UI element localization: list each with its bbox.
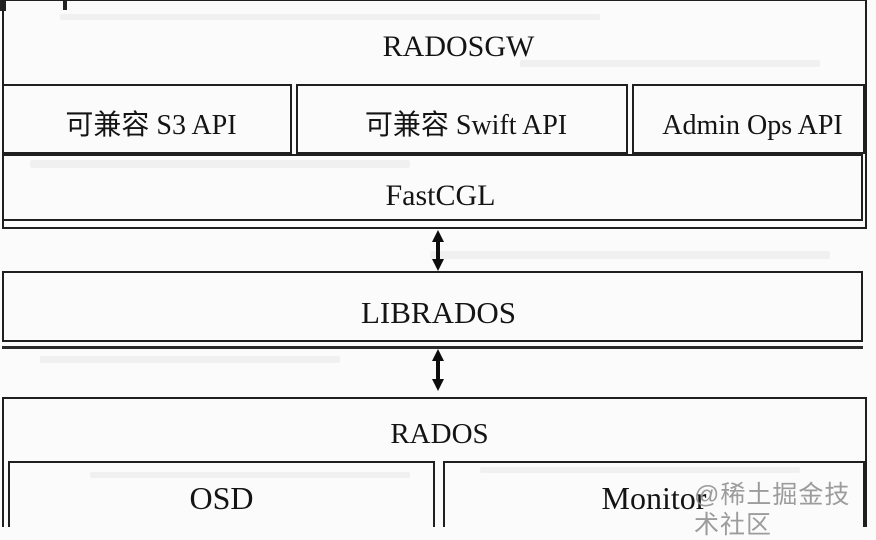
fastcgi-box: FastCGL xyxy=(2,154,863,221)
osd-box: OSD xyxy=(8,461,435,527)
scan-streak xyxy=(520,60,820,67)
s3-api-box: 可兼容 S3 API xyxy=(2,84,292,154)
fastcgi-label: FastCGL xyxy=(385,179,496,212)
scan-speck-top xyxy=(63,1,67,10)
s3-api-label: 可兼容 S3 API xyxy=(65,110,237,141)
swift-api-label: 可兼容 Swift API xyxy=(364,110,568,141)
rados-label: RADOS xyxy=(390,418,489,450)
radosgw-container-box: RADOSGW 可兼容 S3 API 可兼容 Swift API Admin O… xyxy=(2,0,867,229)
scan-streak xyxy=(480,467,800,473)
librados-outer-line xyxy=(2,346,863,349)
swift-api-box: 可兼容 Swift API xyxy=(296,84,628,154)
radosgw-title: RADOSGW xyxy=(382,30,535,63)
librados-box: LIBRADOS xyxy=(2,271,863,342)
bidirectional-arrow-icon xyxy=(432,230,444,271)
scan-streak xyxy=(40,356,340,363)
monitor-box: Monitor xyxy=(443,461,865,527)
admin-ops-api-box: Admin Ops API xyxy=(632,84,865,154)
scan-streak xyxy=(60,14,600,20)
monitor-label: Monitor xyxy=(601,480,707,516)
rados-container-box: RADOS OSD Monitor xyxy=(2,397,867,527)
scan-streak xyxy=(90,472,410,478)
admin-ops-api-label: Admin Ops API xyxy=(662,110,843,141)
scan-streak xyxy=(30,160,410,168)
librados-label: LIBRADOS xyxy=(360,295,516,330)
scan-streak xyxy=(430,251,830,259)
bidirectional-arrow-icon xyxy=(432,349,444,391)
watermark-text: @稀土掘金技术社区 xyxy=(694,481,851,539)
osd-label: OSD xyxy=(189,480,254,516)
